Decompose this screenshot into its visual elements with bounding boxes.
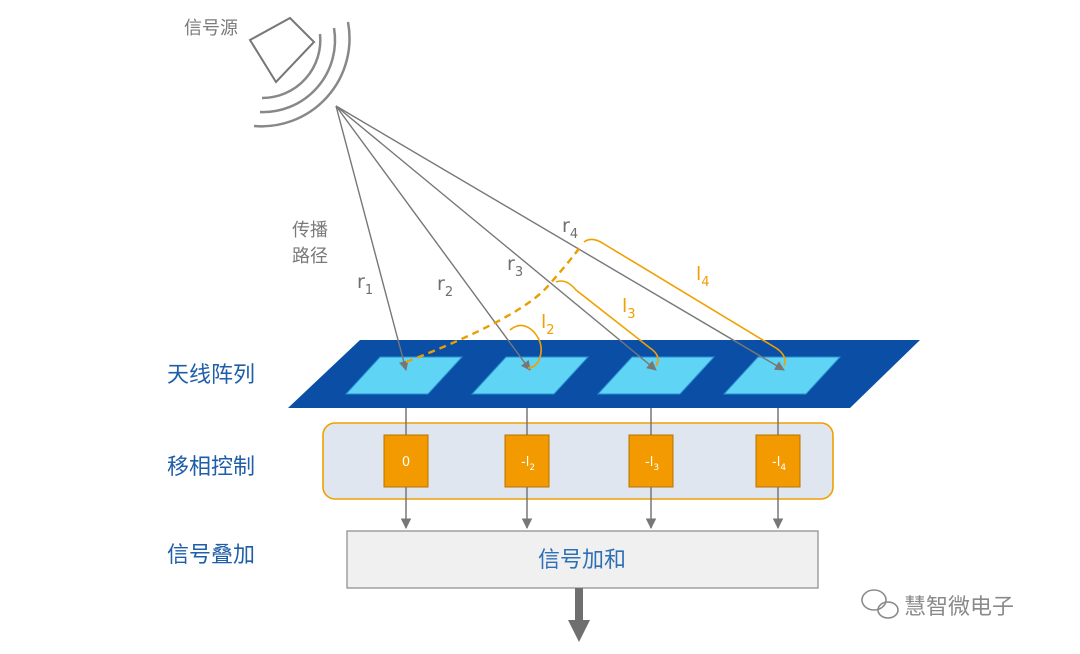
path-difference-braces <box>509 238 786 369</box>
ray-r3 <box>335 105 657 371</box>
ray-label-r3: r3 <box>507 253 523 280</box>
phase-box-1: 0 <box>383 434 429 488</box>
phase-box-3: -l3 <box>628 434 674 488</box>
svg-text:-l4: -l4 <box>772 455 786 473</box>
signal-superposition-label: 信号叠加 <box>167 543 255 568</box>
antenna-element-1 <box>344 356 464 395</box>
ray-r2 <box>335 105 531 371</box>
brace-l4 <box>583 238 786 367</box>
antenna-element-2 <box>470 356 590 395</box>
wechat-icon <box>861 589 899 619</box>
output-arrow <box>568 588 590 642</box>
phase-box-4: -l4 <box>755 434 801 488</box>
phase-control-region <box>322 422 834 500</box>
antenna-element-4 <box>722 356 842 395</box>
watermark-label: 慧智微电子 <box>904 595 1014 620</box>
propagation-rays <box>335 105 785 371</box>
phase-to-sum-arrows <box>400 487 784 530</box>
svg-text:-l3: -l3 <box>645 455 659 473</box>
phase-box-2: -l2 <box>504 434 550 488</box>
antenna-elements <box>344 356 842 395</box>
ray-label-r1: r1 <box>357 271 373 298</box>
signal-source-label: 信号源 <box>184 18 238 39</box>
ray-labels: r1 r2 r3 r4 <box>357 215 578 300</box>
phase-shifter-boxes: 0 -l2 -l3 -l4 <box>383 434 801 488</box>
brace-l3 <box>555 280 659 367</box>
svg-text:0: 0 <box>402 455 410 470</box>
ray-r1 <box>335 105 409 371</box>
path-diff-label-l4: l4 <box>696 263 710 290</box>
wavefront-dashed-line <box>405 243 584 364</box>
propagation-path-label-line1: 传播 <box>292 220 328 241</box>
path-diff-label-l2: l2 <box>541 311 555 338</box>
antenna-element-3 <box>596 356 716 395</box>
phase-control-label: 移相控制 <box>167 455 255 480</box>
panel-to-phase-connectors <box>405 408 779 435</box>
path-diff-label-l3: l3 <box>622 295 636 322</box>
propagation-path-label-line2: 路径 <box>292 246 328 267</box>
path-diff-labels: l2 l3 l4 <box>541 263 710 338</box>
signal-source-icon <box>248 16 351 128</box>
ray-label-r2: r2 <box>437 273 453 300</box>
ray-r4 <box>335 105 785 371</box>
antenna-array-label: 天线阵列 <box>167 363 255 388</box>
ray-label-r4: r4 <box>562 215 578 242</box>
signal-sum-label: 信号加和 <box>538 548 626 573</box>
brace-l2 <box>509 324 542 369</box>
svg-text:-l2: -l2 <box>521 455 535 473</box>
